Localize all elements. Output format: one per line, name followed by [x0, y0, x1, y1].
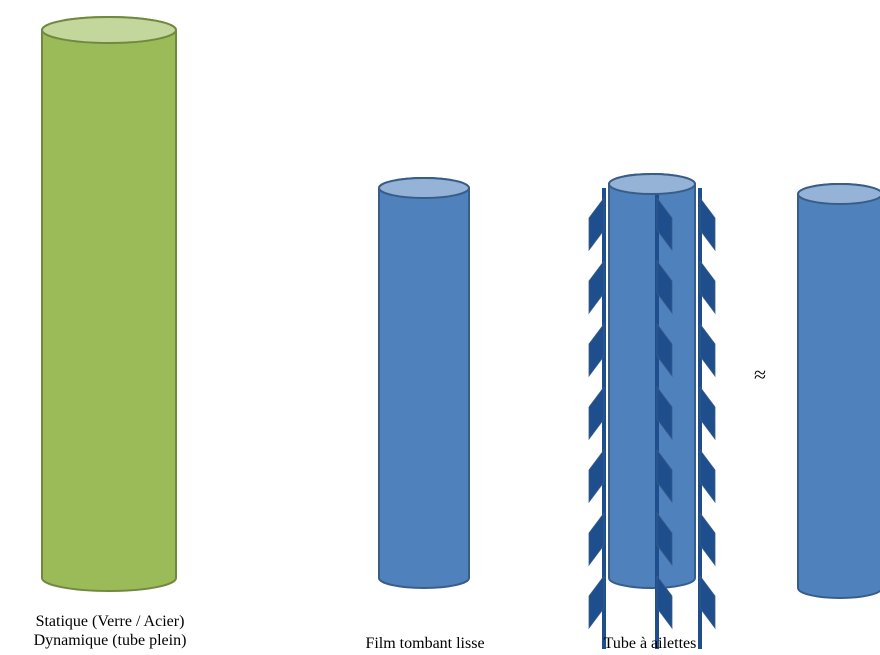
fin [699, 511, 716, 567]
fin [656, 259, 673, 315]
fin [588, 574, 605, 630]
fin [699, 385, 716, 441]
fin [656, 196, 673, 252]
caption-static-dynamic: Statique (Verre / Acier) Dynamique (tube… [0, 612, 220, 650]
cylinder-static-body [41, 16, 177, 592]
fin [588, 259, 605, 315]
cylinder-finned-tube-top [608, 173, 696, 195]
fin [656, 385, 673, 441]
cylinder-smooth-film [378, 177, 470, 589]
fin [699, 574, 716, 630]
fin [699, 196, 716, 252]
fin [588, 385, 605, 441]
caption-static-line: Statique (Verre / Acier) [35, 613, 185, 630]
cylinder-smooth-film-top [378, 177, 470, 199]
fin [699, 448, 716, 504]
caption-dynamic-line: Dynamique (tube plein) [33, 632, 187, 649]
cylinder-finned-tube [588, 173, 716, 649]
cylinder-finned-tube-body [608, 173, 696, 589]
fin [588, 511, 605, 567]
fin [656, 574, 673, 630]
fin [699, 322, 716, 378]
fin [588, 322, 605, 378]
fin [656, 448, 673, 504]
fin [656, 511, 673, 567]
fin [588, 196, 605, 252]
finned-tube-fins [588, 188, 716, 649]
approximately-equal-symbol: ≈ [753, 362, 767, 387]
caption-smooth-falling-film: Film tombant lisse [365, 635, 485, 652]
fin [656, 322, 673, 378]
fin [588, 448, 605, 504]
cylinder-smooth-film-body [378, 177, 470, 589]
cylinder-equivalent-body [797, 183, 880, 599]
fin [699, 259, 716, 315]
cylinder-static [41, 16, 177, 592]
cylinder-equivalent [797, 183, 880, 599]
cylinder-static-top [41, 16, 177, 44]
caption-finned-tube: Tube à ailettes [603, 635, 697, 652]
cylinder-equivalent-top [797, 183, 880, 205]
